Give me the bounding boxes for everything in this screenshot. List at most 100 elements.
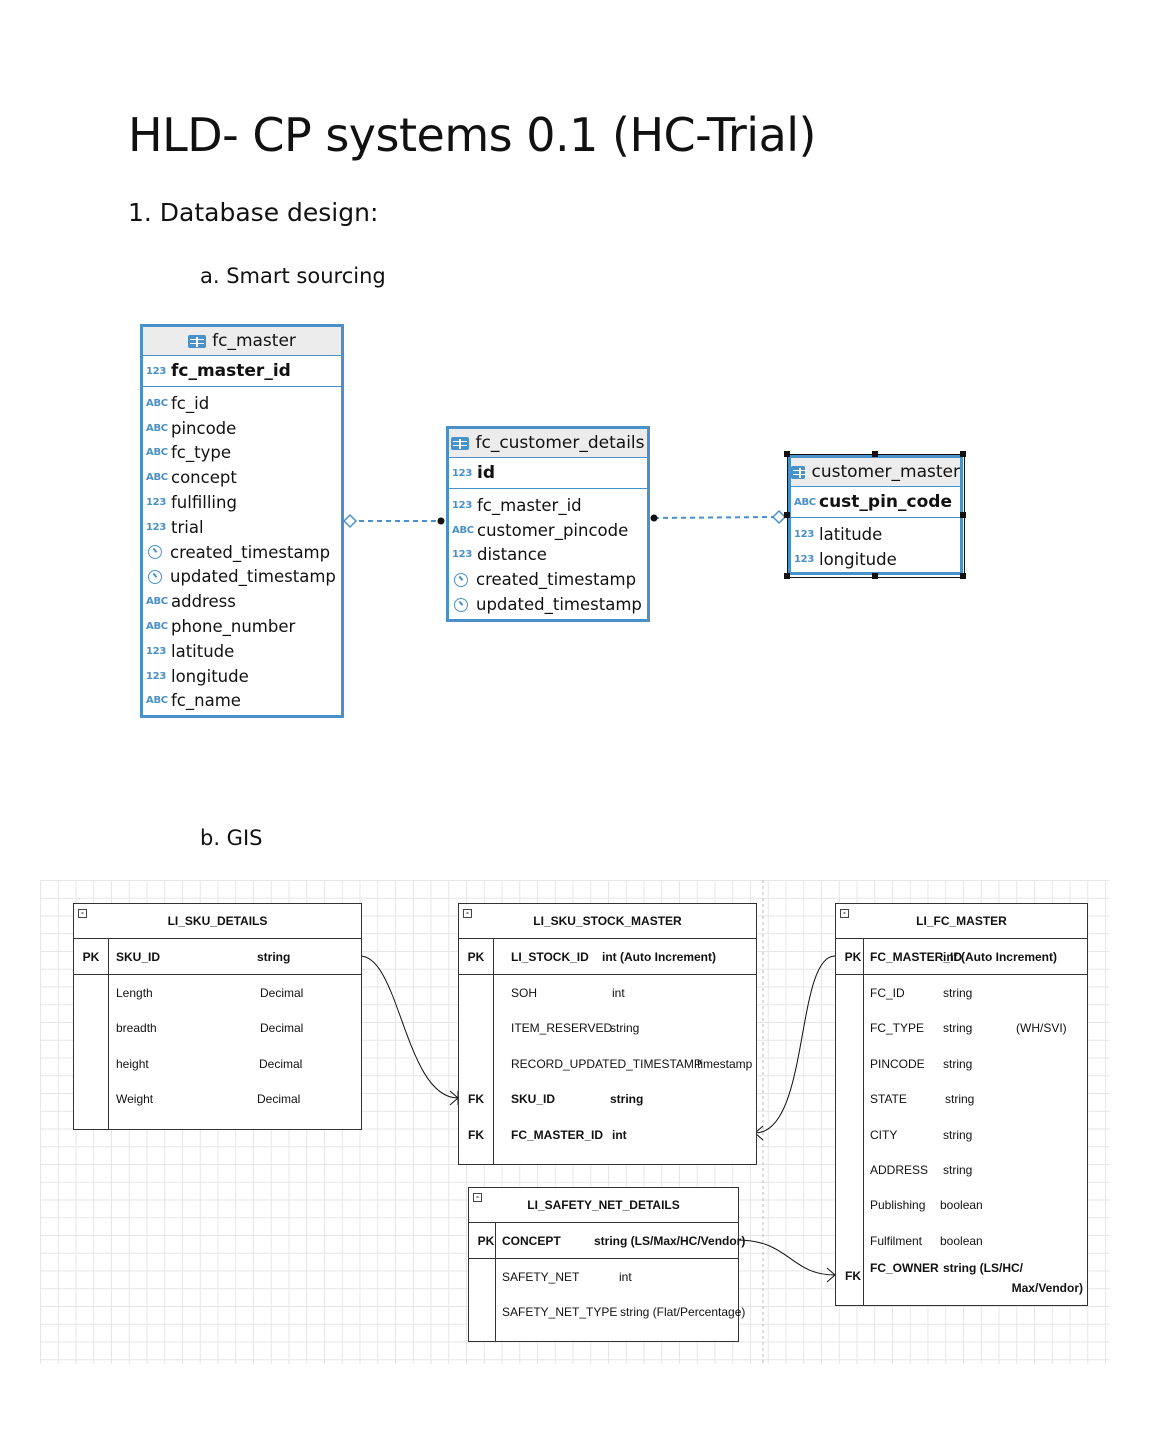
number-type-icon: 123 [452, 467, 472, 479]
number-type-icon: 123 [146, 670, 166, 682]
text-type-icon: ABC [146, 596, 168, 608]
timestamp-icon [454, 572, 468, 587]
selection-handle[interactable] [784, 573, 790, 579]
table-name: LI_SKU_DETAILS [167, 914, 268, 928]
key-label: PK [82, 949, 100, 964]
key-column-divider [863, 938, 864, 1305]
column-type: string (LS/Max/HC/Vendor) [594, 1233, 746, 1248]
column-row[interactable]: updated_timestamp [449, 592, 647, 617]
selection-handle[interactable] [960, 573, 966, 579]
column-type: string (LS/HC/ [943, 1260, 1023, 1275]
collapse-icon[interactable]: - [473, 1193, 482, 1202]
number-type-icon: 123 [146, 497, 166, 509]
column-type: Decimal [259, 1056, 303, 1071]
column-type: string [610, 1092, 644, 1107]
column-name: FC_TYPE [870, 1021, 925, 1036]
timestamp-icon [148, 569, 162, 584]
text-type-icon: ABC [794, 496, 816, 508]
table-icon [188, 334, 207, 348]
selection-handle[interactable] [872, 573, 878, 579]
selection-handle[interactable] [960, 451, 966, 457]
primary-key-row[interactable]: 123 id [449, 458, 647, 489]
selection-handle[interactable] [872, 451, 878, 457]
table-name: customer_master [811, 462, 960, 482]
column-name: ADDRESS [870, 1163, 929, 1178]
text-type-icon: ABC [146, 621, 168, 633]
text-type-icon: ABC [146, 447, 168, 459]
column-type: string [943, 1127, 973, 1142]
column-row[interactable]: updated_timestamp [143, 565, 341, 590]
column-note: Max/Vendor) [1011, 1280, 1083, 1295]
number-type-icon: 123 [794, 528, 814, 540]
collapse-icon[interactable]: - [78, 909, 87, 918]
column-name: phone_number [171, 617, 296, 637]
number-type-icon: 123 [452, 549, 472, 561]
column-type: string [257, 949, 291, 964]
column-name: fc_id [171, 393, 210, 413]
selection-handle[interactable] [784, 451, 790, 457]
column-name: id [477, 463, 495, 483]
column-type: string [943, 1056, 973, 1071]
collapse-icon[interactable]: - [840, 909, 849, 918]
column-name: Weight [116, 1092, 154, 1107]
collapse-icon[interactable]: - [463, 909, 472, 918]
selection-handle[interactable] [784, 512, 790, 518]
column-name: FC_MASTER_ID [511, 1127, 604, 1142]
page-title: HLD- CP systems 0.1 (HC-Trial) [128, 108, 816, 162]
selection-handle[interactable] [960, 512, 966, 518]
column-name: concept [171, 468, 237, 488]
column-row[interactable]: created_timestamp [449, 567, 647, 592]
column-row[interactable]: created_timestamp [143, 540, 341, 565]
text-type-icon: ABC [146, 397, 168, 409]
